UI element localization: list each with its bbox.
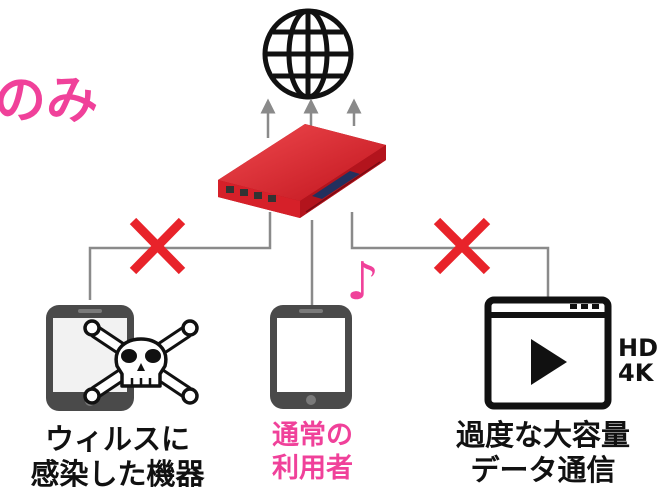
label-line: ウィルスに [44, 422, 190, 456]
label-line: 感染した機器 [30, 457, 205, 492]
cross-icon [129, 217, 186, 275]
video-player-icon [484, 296, 612, 410]
resolution-hd: HD [618, 334, 659, 362]
music-note-icon: ♪ [346, 252, 380, 312]
connection-lines [88, 212, 550, 305]
smartphone-icon [270, 305, 352, 409]
globe-icon [262, 8, 354, 100]
skull-crossbones-icon [83, 319, 199, 405]
label-heavy-traffic: 過度な大容量 データ通信 [418, 418, 668, 489]
label-infected-device: ウィルスに 感染した機器 [0, 422, 235, 493]
label-line: 利用者 [272, 452, 353, 484]
cross-icon [433, 217, 491, 275]
label-line: データ通信 [470, 453, 616, 488]
resolution-label: HD 4K [618, 334, 659, 388]
label-normal-user: 通常の 利用者 [250, 420, 375, 486]
server-icon [218, 124, 386, 218]
title-fragment: のみ [0, 71, 99, 131]
label-line: 通常の [272, 420, 353, 451]
label-line: 過度な大容量 [455, 418, 630, 452]
resolution-4k: 4K [618, 359, 654, 388]
